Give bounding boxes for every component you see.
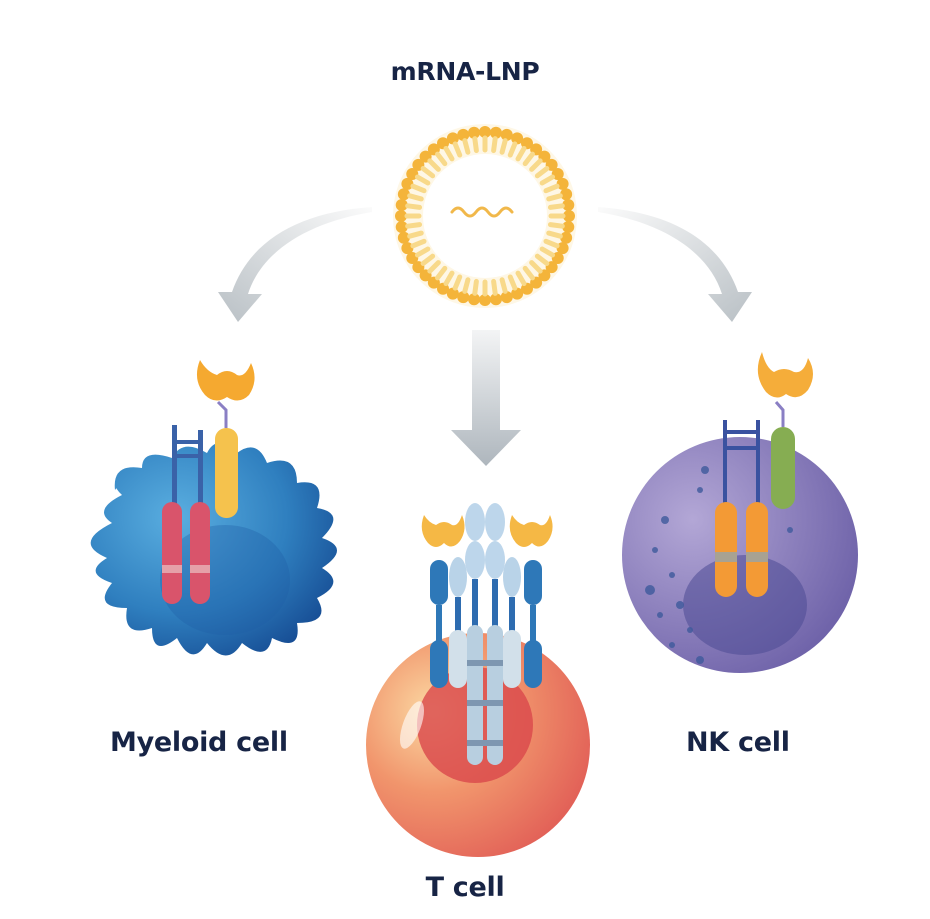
lipid-tail <box>414 174 431 186</box>
lipid-tail <box>472 136 479 154</box>
lipid-head <box>401 242 414 255</box>
lipid-tail <box>427 158 441 172</box>
lipid-tail <box>507 141 518 158</box>
lipid-tail <box>539 174 556 186</box>
lipid-head <box>562 199 575 212</box>
lipid-head <box>397 231 410 244</box>
lipid-head <box>468 126 481 139</box>
lipid-tail <box>515 145 527 162</box>
lipid-head <box>511 132 524 145</box>
car-receptor <box>771 427 795 509</box>
arrow-to-t-cell <box>451 330 521 466</box>
lipid-tail <box>499 277 508 294</box>
lipid-head <box>468 293 481 306</box>
tcr-cd3-complex <box>449 503 521 765</box>
lipid-tail <box>491 278 498 296</box>
lipid-head <box>560 231 573 244</box>
signaling-chain <box>162 502 182 604</box>
car-receptor <box>421 515 465 688</box>
t-cell <box>366 503 590 857</box>
lipid-tail <box>491 136 498 154</box>
lipid-head <box>511 287 524 300</box>
lnp-particle-icon <box>393 124 577 308</box>
lnp-title: mRNA-LNP <box>390 57 540 86</box>
lipid-head <box>489 126 502 139</box>
lipid-tail <box>547 203 565 210</box>
mrna-strand-icon <box>450 206 514 218</box>
lipid-tail <box>543 238 560 249</box>
lipid-tail <box>529 158 543 172</box>
lipid-tail <box>414 246 431 258</box>
lipid-head <box>479 126 491 138</box>
signaling-chain <box>746 502 768 597</box>
lipid-head <box>556 242 569 255</box>
lipid-tail <box>420 166 436 179</box>
lipid-tail <box>539 246 556 258</box>
lipid-tail <box>420 253 436 266</box>
lipid-head <box>563 210 575 222</box>
lipid-tail <box>547 222 565 229</box>
lipid-tail <box>443 145 455 162</box>
lipid-tail <box>405 203 423 210</box>
lipid-tail <box>546 193 563 202</box>
lipid-tail <box>462 138 471 155</box>
lipid-tail <box>407 230 424 239</box>
lipid-head <box>395 220 408 233</box>
car-receptor <box>215 428 238 518</box>
arrow-to-nk <box>598 207 752 322</box>
lipid-tail <box>534 253 550 266</box>
lipid-tail <box>515 270 527 287</box>
lipid-head <box>556 177 569 190</box>
lipid-head <box>397 188 410 201</box>
lipid-tail <box>462 277 471 294</box>
nk-cell-label: NK cell <box>686 727 790 758</box>
lipid-tail <box>452 141 463 158</box>
lipid-tail <box>407 193 424 202</box>
myeloid-cell <box>90 360 337 656</box>
lipid-tail <box>543 183 560 194</box>
lipid-tail <box>522 265 535 281</box>
lipid-head <box>500 128 513 141</box>
lipid-head <box>560 188 573 201</box>
lipid-head <box>500 291 513 304</box>
lipid-tail <box>472 278 479 296</box>
antigen-binding-domain-icon <box>757 352 813 398</box>
myeloid-cell-label: Myeloid cell <box>110 727 288 758</box>
arrow-to-myeloid <box>218 207 372 322</box>
lipid-tail <box>410 183 427 194</box>
signaling-chain <box>715 502 737 597</box>
lipid-head <box>457 291 470 304</box>
lipid-head <box>401 177 414 190</box>
t-cell-label: T cell <box>425 872 505 903</box>
car-receptor <box>509 515 553 688</box>
lipid-head <box>562 220 575 233</box>
lipid-head <box>446 132 459 145</box>
lipid-head <box>395 199 408 212</box>
signaling-chain <box>190 502 210 604</box>
lipid-tail <box>427 260 441 274</box>
lipid-tail <box>499 138 508 155</box>
lipid-tail <box>534 166 550 179</box>
lipid-head <box>446 287 459 300</box>
lipid-tail <box>435 265 448 281</box>
lipid-head <box>457 128 470 141</box>
lipid-head <box>479 294 491 306</box>
lipid-tail <box>507 274 518 291</box>
lipid-tail <box>452 274 463 291</box>
lipid-tail <box>529 260 543 274</box>
lipid-tail <box>546 230 563 239</box>
lipid-tail <box>410 238 427 249</box>
lipid-head <box>395 210 407 222</box>
lipid-head <box>489 293 502 306</box>
lipid-tail <box>522 151 535 167</box>
lipid-tail <box>405 222 423 229</box>
nk-cell <box>622 352 858 673</box>
antigen-binding-domain-icon <box>196 360 255 401</box>
lipid-tail <box>435 151 448 167</box>
lipid-tail <box>443 270 455 287</box>
